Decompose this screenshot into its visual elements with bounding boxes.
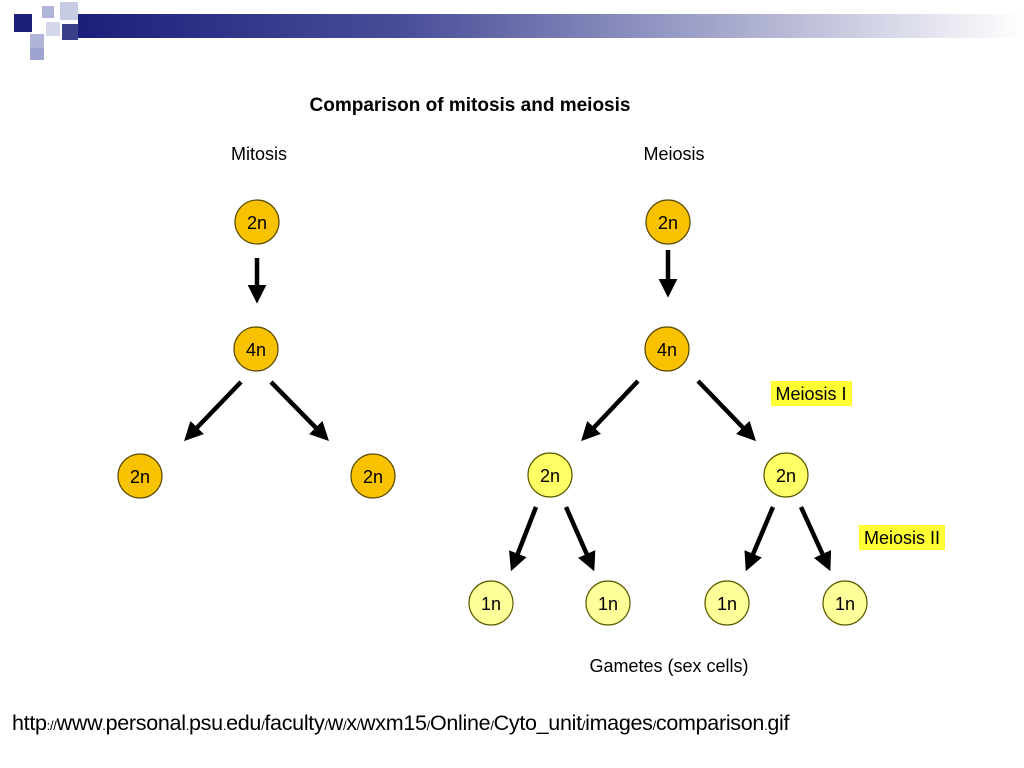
url-segment: w bbox=[327, 711, 344, 735]
cell-label: 2n bbox=[130, 467, 150, 487]
cell-label: 2n bbox=[540, 466, 560, 486]
deco-square-navy bbox=[14, 14, 32, 32]
deco-square-light bbox=[30, 34, 44, 48]
deco-square-navy bbox=[62, 24, 78, 40]
url-segment: x bbox=[346, 711, 357, 735]
url-separator: / bbox=[490, 718, 494, 733]
url-segment: psu bbox=[189, 711, 223, 735]
url-segment: Cyto_unit bbox=[493, 711, 582, 735]
url-segment: gif bbox=[767, 711, 790, 735]
arrow bbox=[184, 380, 243, 442]
meiosis-1-product-cell: 2n bbox=[763, 452, 809, 498]
url-separator: / bbox=[324, 718, 328, 733]
source-url: http://www.personal.psu.edu/faculty/w/x/… bbox=[12, 711, 1017, 736]
url-separator: / bbox=[356, 718, 361, 733]
deco-square-light bbox=[46, 22, 60, 36]
diagram-title: Comparison of mitosis and meiosis bbox=[310, 95, 631, 116]
url-segment: www bbox=[56, 711, 103, 735]
cell-label: 4n bbox=[657, 340, 677, 360]
url-segment: faculty bbox=[264, 711, 325, 735]
deco-square-light bbox=[30, 48, 44, 60]
gamete-cell: 1n bbox=[468, 580, 514, 626]
cell-label: 1n bbox=[717, 594, 737, 614]
arrow bbox=[509, 506, 539, 572]
url-separator: . bbox=[764, 718, 768, 733]
url-segment: wxm15 bbox=[360, 711, 427, 735]
cell-label: 1n bbox=[481, 594, 501, 614]
arrow bbox=[798, 506, 832, 572]
url-separator: / bbox=[342, 718, 347, 733]
url-segment: Online bbox=[429, 711, 491, 735]
url-segment: images bbox=[585, 711, 653, 735]
cell-label: 2n bbox=[247, 213, 267, 233]
arrow bbox=[269, 380, 329, 442]
mitosis-replicated-cell: 4n bbox=[233, 326, 279, 372]
mitosis-parent-cell: 2n bbox=[234, 199, 280, 245]
arrow bbox=[563, 506, 596, 572]
meiosis-1-product-cell: 2n bbox=[527, 452, 573, 498]
header-gradient-bar bbox=[78, 14, 1024, 38]
cell-label: 1n bbox=[598, 594, 618, 614]
mitosis-heading: Mitosis bbox=[231, 144, 287, 164]
meiosis-1-label-highlight bbox=[771, 381, 852, 406]
meiosis-2-label-highlight bbox=[859, 525, 945, 550]
cell-label: 2n bbox=[658, 213, 678, 233]
meiosis-replicated-cell: 4n bbox=[644, 326, 690, 372]
url-segment: comparison bbox=[655, 711, 765, 735]
meiosis-arrows bbox=[509, 250, 832, 572]
url-separator: / bbox=[652, 718, 657, 733]
gametes-label: Gametes (sex cells) bbox=[589, 656, 748, 676]
gamete-cell: 1n bbox=[585, 580, 631, 626]
url-separator: . bbox=[185, 718, 190, 733]
slide-decoration bbox=[0, 0, 1024, 64]
mitosis-daughter-cell: 2n bbox=[350, 453, 396, 499]
url-separator: / bbox=[426, 718, 431, 733]
mitosis-daughter-cell: 2n bbox=[117, 453, 163, 499]
url-separator: / bbox=[261, 718, 265, 733]
mitosis-arrows bbox=[184, 258, 329, 442]
mitosis-meiosis-diagram: Comparison of mitosis and meiosis Mitosi… bbox=[117, 95, 945, 676]
url-separator: . bbox=[102, 718, 106, 733]
url-separator: . bbox=[222, 718, 227, 733]
url-separator: / bbox=[581, 718, 586, 733]
meiosis-2-label: Meiosis II bbox=[864, 528, 940, 548]
cell-label: 4n bbox=[246, 340, 266, 360]
url-segment: personal bbox=[105, 711, 186, 735]
arrow bbox=[581, 379, 640, 442]
cell-label: 2n bbox=[363, 467, 383, 487]
cell-label: 2n bbox=[776, 466, 796, 486]
meiosis-heading: Meiosis bbox=[643, 144, 704, 164]
arrow bbox=[744, 506, 776, 572]
cell-label: 1n bbox=[835, 594, 855, 614]
gamete-cell: 1n bbox=[822, 580, 868, 626]
meiosis-parent-cell: 2n bbox=[645, 199, 691, 245]
arrow bbox=[696, 379, 756, 442]
url-separator: :// bbox=[46, 718, 57, 733]
url-segment: edu bbox=[226, 711, 262, 735]
deco-square-light bbox=[60, 2, 78, 20]
deco-square-light bbox=[42, 6, 54, 18]
gamete-cell: 1n bbox=[704, 580, 750, 626]
meiosis-1-label: Meiosis I bbox=[775, 384, 846, 404]
url-segment: http bbox=[12, 711, 47, 735]
